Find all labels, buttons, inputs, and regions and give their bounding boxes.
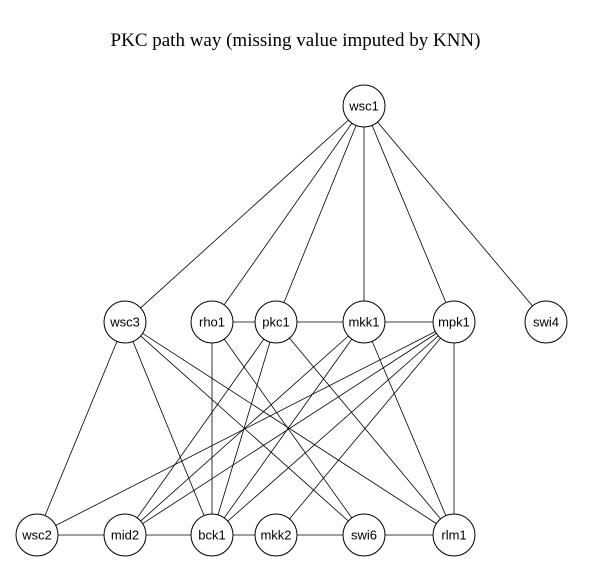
- node-ellipse-wsc2: [15, 513, 59, 557]
- edge-mkk1-rlm1: [363, 321, 455, 536]
- node-label-bck1: bck1: [198, 528, 225, 543]
- edge-mkk1-bck1: [211, 321, 365, 536]
- node-ellipse-pkc1: [254, 300, 298, 344]
- node-mid2: mid2: [103, 513, 147, 557]
- edge-wsc3-bck1: [124, 321, 213, 536]
- node-bck1: bck1: [190, 513, 234, 557]
- node-wsc2: wsc2: [15, 513, 59, 557]
- node-ellipse-mkk1: [342, 300, 386, 344]
- edge-mpk1-mkk2: [275, 321, 455, 536]
- node-label-swi4: swi4: [533, 315, 559, 330]
- node-mkk1: mkk1: [342, 300, 386, 344]
- node-ellipse-bck1: [190, 513, 234, 557]
- node-ellipse-mkk2: [254, 513, 298, 557]
- edges-layer: [36, 105, 547, 536]
- node-ellipse-wsc3: [103, 300, 147, 344]
- node-ellipse-swi4: [524, 300, 568, 344]
- node-swi6: swi6: [342, 513, 386, 557]
- node-ellipse-rho1: [190, 300, 234, 344]
- edge-wsc1-swi4: [363, 105, 547, 323]
- edge-wsc1-mpk1: [363, 105, 455, 323]
- edge-wsc1-pkc1: [275, 105, 365, 323]
- edge-wsc3-wsc2: [36, 321, 126, 536]
- node-swi4: swi4: [524, 300, 568, 344]
- node-label-wsc3: wsc3: [109, 315, 140, 330]
- nodes-layer: wsc1 wsc3 rho1 pkc1 mkk1 mpk1 swi4 wsc2 mid2 bck1…: [15, 84, 568, 557]
- node-wsc3: wsc3: [103, 300, 147, 344]
- node-label-mkk1: mkk1: [348, 315, 379, 330]
- node-label-pkc1: pkc1: [262, 315, 289, 330]
- edge-mkk1-mid2: [124, 321, 365, 536]
- node-wsc1: wsc1: [342, 84, 386, 128]
- edge-mpk1-mid2: [124, 321, 455, 536]
- node-label-mkk2: mkk2: [260, 528, 291, 543]
- edge-mpk1-wsc2: [36, 321, 455, 536]
- edge-wsc1-wsc3: [124, 105, 365, 323]
- edge-pkc1-mid2: [124, 321, 277, 536]
- node-label-wsc1: wsc1: [348, 99, 379, 114]
- edge-wsc1-rho1: [211, 105, 365, 323]
- node-ellipse-swi6: [342, 513, 386, 557]
- node-ellipse-mpk1: [432, 300, 476, 344]
- node-ellipse-mid2: [103, 513, 147, 557]
- node-label-rho1: rho1: [199, 315, 225, 330]
- diagram-title: PKC path way (missing value imputed by K…: [110, 30, 481, 51]
- node-mpk1: mpk1: [432, 300, 476, 344]
- node-label-mid2: mid2: [111, 528, 139, 543]
- node-rlm1: rlm1: [432, 513, 476, 557]
- node-ellipse-rlm1: [432, 513, 476, 557]
- node-pkc1: pkc1: [254, 300, 298, 344]
- node-label-wsc2: wsc2: [21, 528, 52, 543]
- node-label-mpk1: mpk1: [438, 315, 470, 330]
- node-label-rlm1: rlm1: [441, 528, 466, 543]
- node-label-swi6: swi6: [351, 528, 377, 543]
- node-ellipse-wsc1: [342, 84, 386, 128]
- node-mkk2: mkk2: [254, 513, 298, 557]
- edge-mpk1-bck1: [211, 321, 455, 536]
- node-rho1: rho1: [190, 300, 234, 344]
